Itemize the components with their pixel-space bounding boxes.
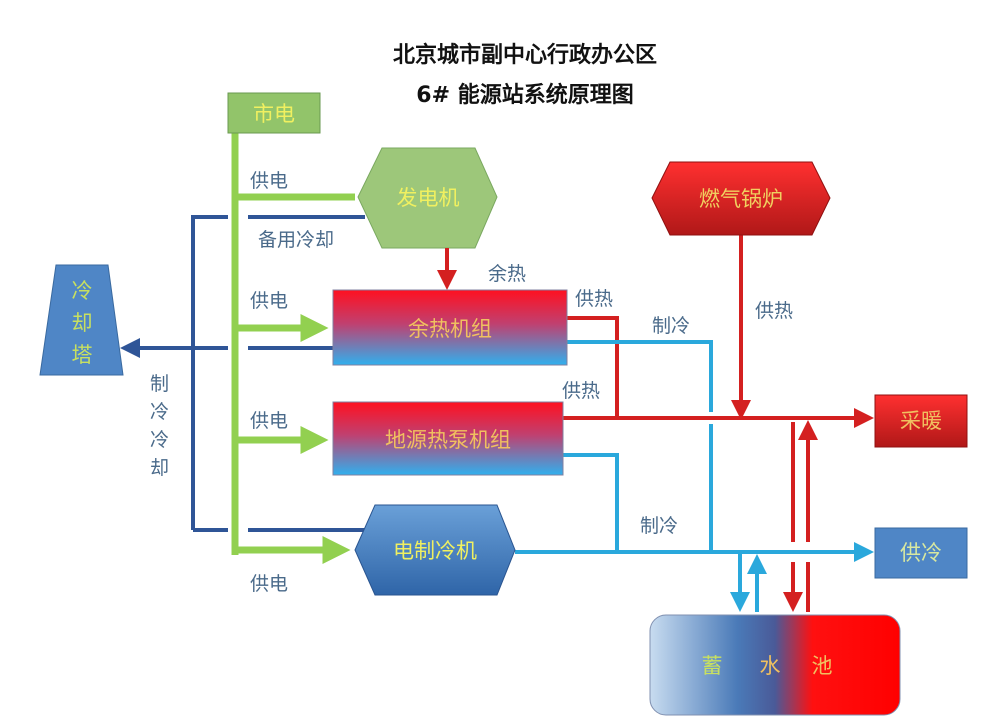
gas-boiler-label: 燃气锅炉 xyxy=(699,187,783,211)
title-line2: 6# 能源站系统原理图 xyxy=(416,82,633,108)
label-refrigeration: 制冷 xyxy=(640,515,678,537)
label-refrigeration-cooling-char: 制 xyxy=(150,373,169,395)
label-power: 供电 xyxy=(250,573,288,595)
waste-heat-unit-node xyxy=(332,289,568,366)
title-line1: 北京城市副中心行政办公区 xyxy=(393,42,657,68)
electric-chiller-label: 电制冷机 xyxy=(393,539,477,563)
electric-chiller-node xyxy=(354,504,516,596)
power-lines xyxy=(231,133,355,564)
cooling-tower-char: 却 xyxy=(72,311,93,335)
label-power: 供电 xyxy=(250,290,288,312)
label-refrigeration-cooling-char: 冷 xyxy=(150,429,169,451)
gas-boiler-node xyxy=(651,161,831,236)
cooling-tower-node xyxy=(39,264,124,376)
label-heat-supply: 供热 xyxy=(575,288,613,310)
cooling-tower-char: 冷 xyxy=(72,279,93,303)
label-waste-heat: 余热 xyxy=(488,263,526,285)
storage-tank-char: 蓄 xyxy=(702,654,723,678)
generator-node xyxy=(357,147,498,249)
storage-tank-node xyxy=(649,614,901,716)
cooling-supply-node xyxy=(874,527,968,579)
cold-lines xyxy=(515,340,874,612)
generator-label: 发电机 xyxy=(397,186,460,210)
label-power: 供电 xyxy=(250,170,288,192)
heat-lines xyxy=(437,235,874,612)
ground-source-heat-pump-node xyxy=(332,401,564,476)
storage-tank-char: 池 xyxy=(812,654,833,678)
label-refrigeration-cooling-char: 却 xyxy=(150,457,169,479)
label-heat-supply: 供热 xyxy=(562,380,600,402)
heating-label: 采暖 xyxy=(900,409,942,433)
cooling-tower-char: 塔 xyxy=(72,343,93,367)
label-backup-cooling: 备用冷却 xyxy=(258,229,334,251)
label-refrigeration: 制冷 xyxy=(652,315,690,337)
label-power: 供电 xyxy=(250,410,288,432)
label-refrigeration-cooling-char: 冷 xyxy=(150,401,169,423)
grid-node xyxy=(227,92,321,134)
cooling-supply-label: 供冷 xyxy=(900,541,942,565)
heating-node xyxy=(874,394,968,448)
cooling-water-lines xyxy=(120,215,372,532)
storage-tank-char: 水 xyxy=(760,654,781,678)
ground-source-heat-pump-label: 地源热泵机组 xyxy=(385,428,511,452)
label-heat-supply-boiler: 供热 xyxy=(755,300,793,322)
grid-label: 市电 xyxy=(253,102,295,126)
waste-heat-unit-label: 余热机组 xyxy=(408,317,492,341)
